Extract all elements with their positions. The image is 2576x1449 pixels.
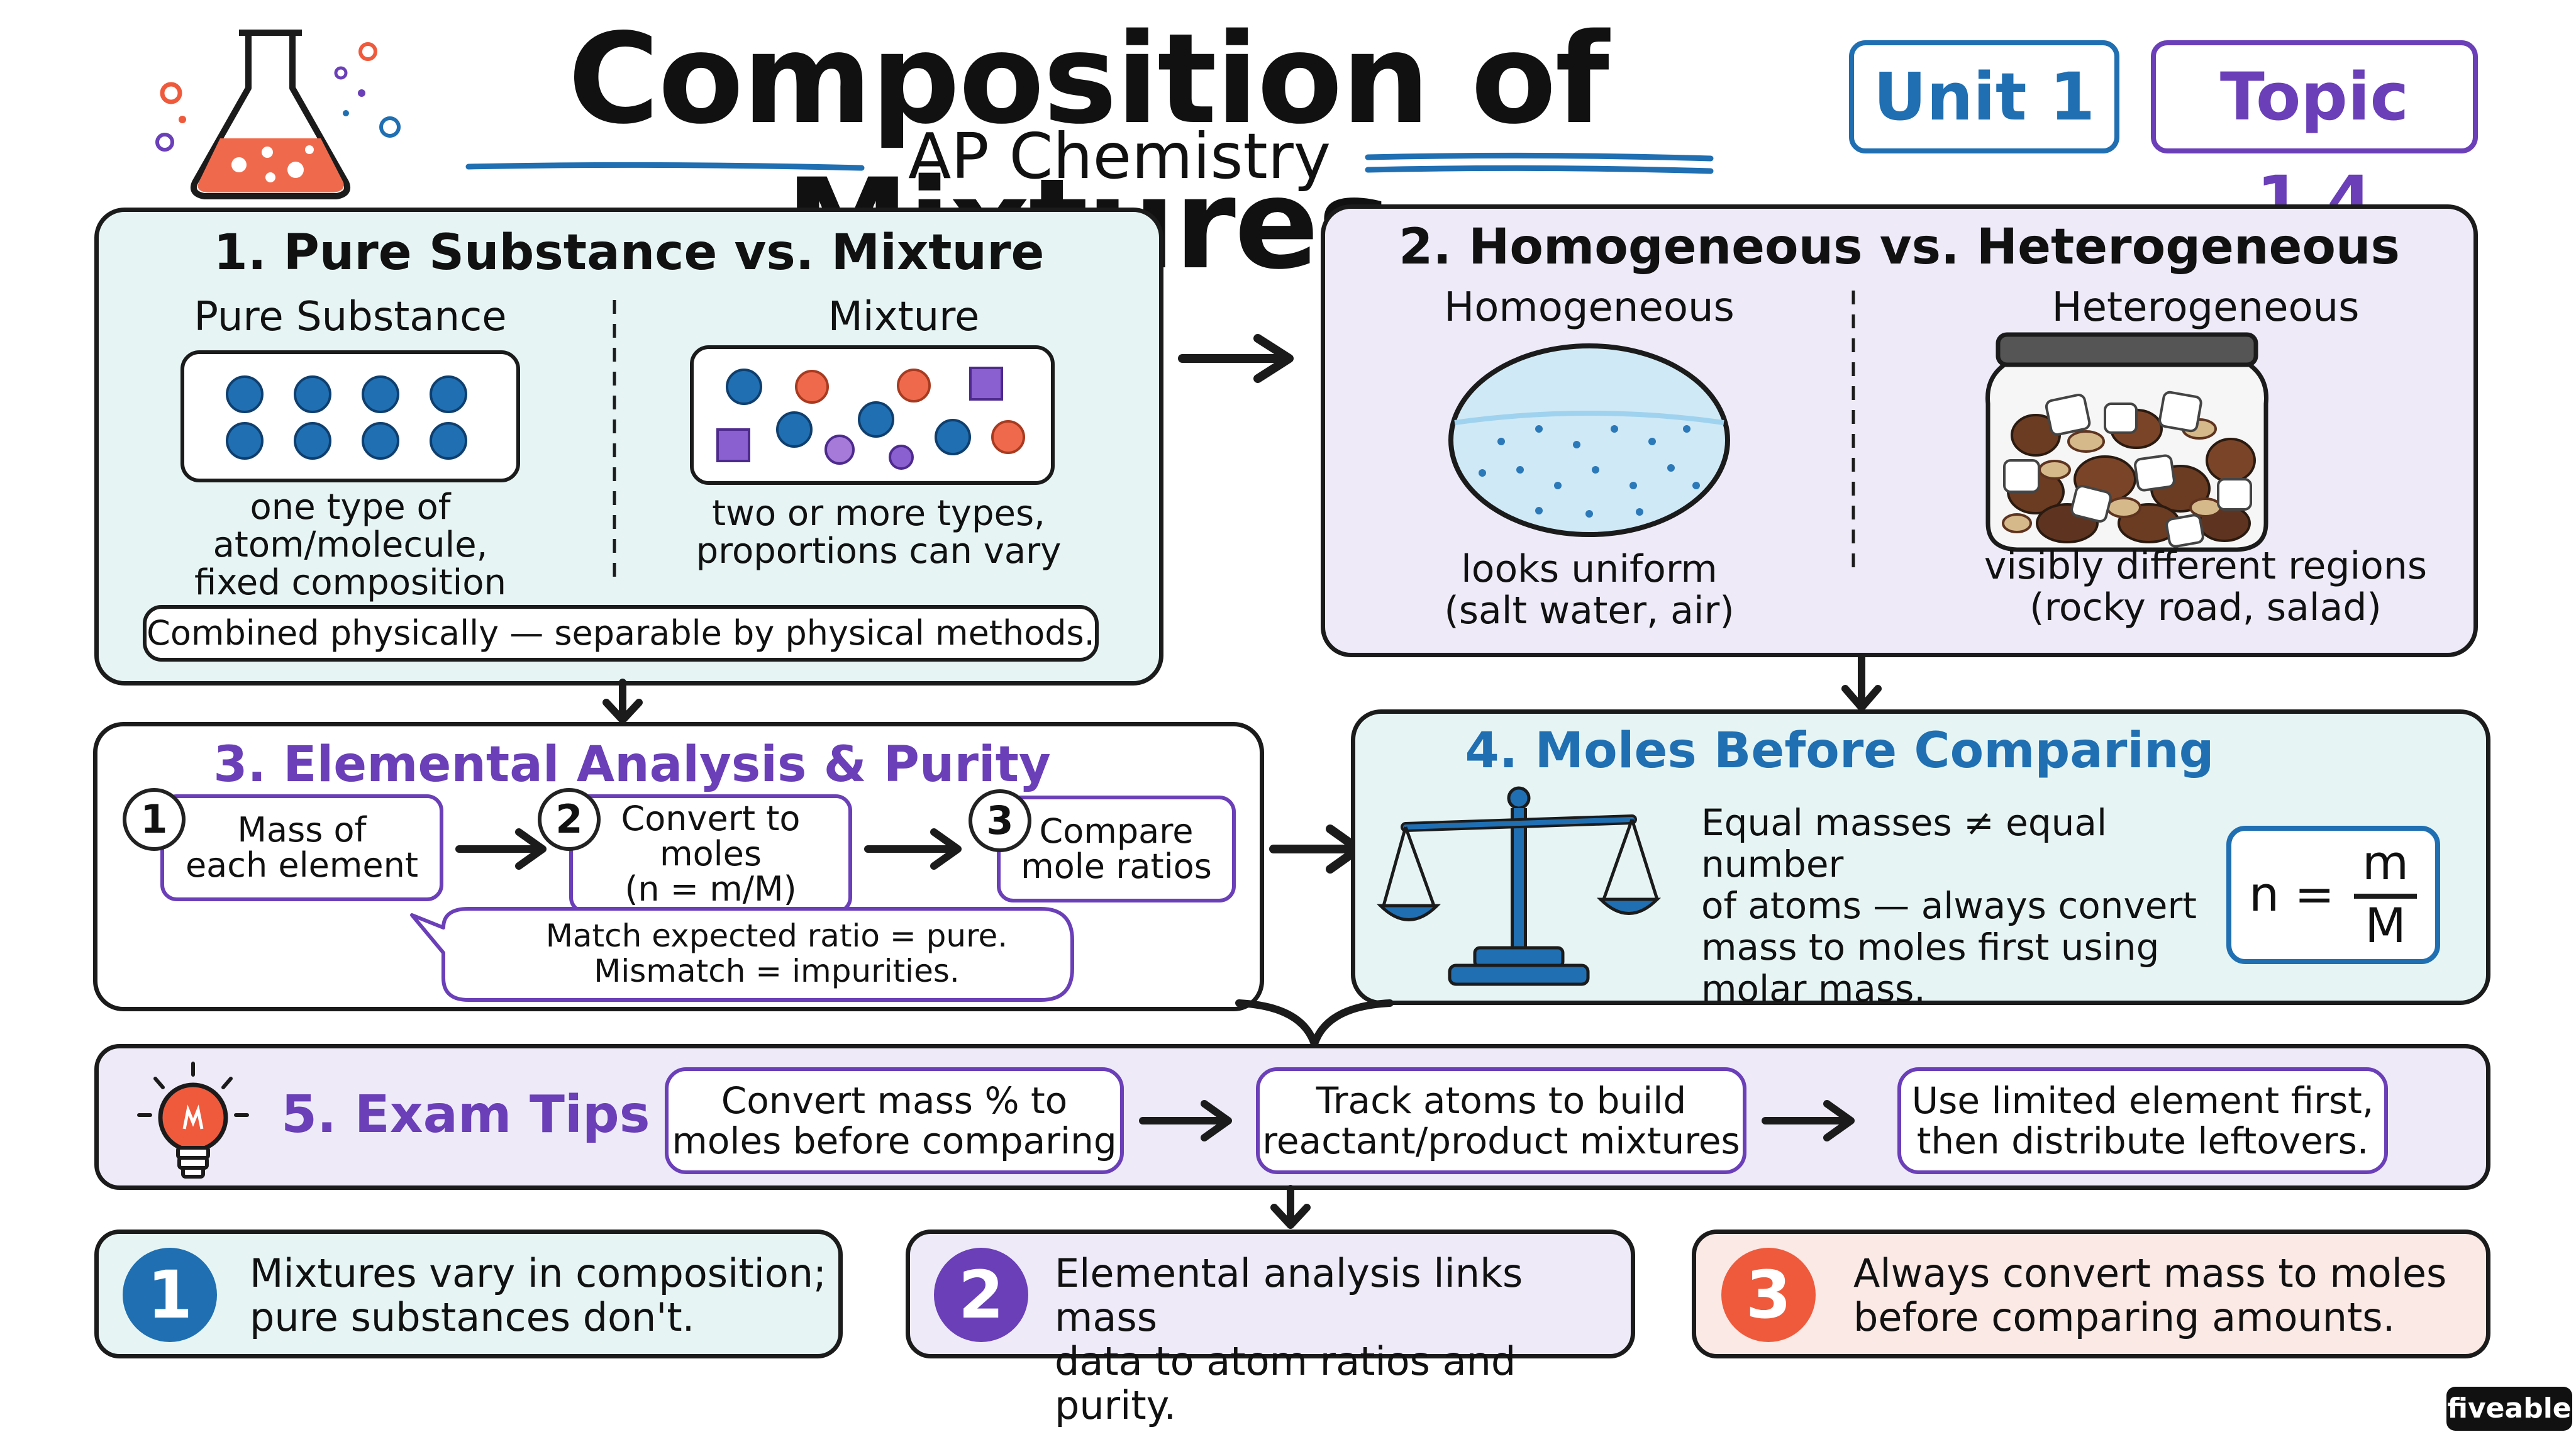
arrow-1-down — [602, 679, 643, 724]
step-1-number: 1 — [123, 788, 186, 851]
arrow-step-1-2 — [455, 828, 547, 870]
arrow-tip-2-3 — [1762, 1100, 1855, 1141]
mixture-particles-box — [690, 345, 1055, 485]
section-1-divider — [613, 300, 616, 577]
step-2-number: 2 — [538, 788, 601, 851]
arrow-5-down — [1270, 1185, 1311, 1229]
pure-caption: one type of atom/molecule, fixed composi… — [194, 487, 506, 603]
summary-3-text: Always convert mass to moles before comp… — [1853, 1250, 2447, 1340]
formula-box: n = m M — [2226, 826, 2440, 964]
arrow-step-2-3 — [864, 828, 962, 870]
formula-lhs: n = — [2249, 866, 2335, 922]
callout-bubble — [410, 907, 1074, 1002]
section-3-title: 3. Elemental Analysis & Purity — [213, 736, 1051, 793]
summary-card-1: 1 Mixtures vary in composition; pure sub… — [94, 1230, 843, 1358]
flask-icon — [155, 30, 401, 199]
pure-substance-label: Pure Substance — [194, 294, 507, 340]
title-underline-left — [465, 162, 865, 171]
topic-tag: Topic 1.4 — [2151, 40, 2478, 238]
purity-callout: Match expected ratio = pure. Mismatch = … — [545, 918, 1008, 989]
formula-fraction-bar — [2354, 894, 2417, 899]
balance-scale-icon — [1376, 786, 1662, 986]
arrow-1-to-2 — [1178, 334, 1294, 383]
lightbulb-icon — [137, 1062, 249, 1179]
section-4-title: 4. Moles Before Comparing — [1465, 723, 2214, 779]
tip-3-box: Use limited element first,then distribut… — [1897, 1067, 2388, 1174]
formula-numerator: m — [2362, 835, 2409, 891]
section-2-divider — [1852, 291, 1855, 567]
step-3-number: 3 — [969, 789, 1031, 852]
section-1-title: 1. Pure Substance vs. Mixture — [213, 225, 1045, 281]
summary-1-badge: 1 — [123, 1248, 217, 1342]
summary-2-text: Elemental analysis links mass data to at… — [1055, 1250, 1523, 1428]
arrow-2-down — [1841, 653, 1882, 711]
unit-tag: Unit 1 — [1849, 40, 2119, 153]
physical-methods-note: Combined physically — separable by physi… — [143, 605, 1099, 662]
section-moles-before-comparing: 4. Moles Before Comparing Equal masses ≠… — [1351, 709, 2490, 1009]
fiveable-logo: fiveable — [2446, 1387, 2572, 1431]
summary-card-2: 2 Elemental analysis links mass data to … — [906, 1230, 1635, 1428]
section-pure-vs-mixture: 1. Pure Substance vs. Mixture Pure Subst… — [94, 208, 1163, 686]
formula-denominator: M — [2365, 897, 2406, 953]
summary-card-3: 3 Always convert mass to moles before co… — [1692, 1230, 2490, 1358]
summary-1-text: Mixtures vary in composition; pure subst… — [250, 1250, 826, 1340]
pure-particles — [226, 375, 467, 460]
summary-2-badge: 2 — [934, 1248, 1028, 1342]
heterogeneous-label: Heterogeneous — [2051, 284, 2360, 331]
salt-water-flask — [1448, 343, 1730, 537]
arrow-tip-1-2 — [1139, 1100, 1232, 1141]
merge-connector — [1235, 999, 1394, 1056]
section-2-title: 2. Homogeneous vs. Heterogeneous — [1399, 219, 2400, 275]
section-homo-vs-hetero: 2. Homogeneous vs. Heterogeneous Homogen… — [1321, 204, 2478, 657]
mixture-particles — [716, 367, 1025, 470]
heterogeneous-caption: visibly different regions (rocky road, s… — [1984, 544, 2428, 630]
summary-3-badge: 3 — [1721, 1248, 1816, 1342]
mixture-caption: two or more types, proportions can vary — [696, 493, 1062, 572]
pure-particles-box — [180, 350, 520, 482]
mixture-label: Mixture — [828, 294, 980, 340]
homogeneous-label: Homogeneous — [1444, 284, 1735, 331]
rocky-road-jar — [1985, 332, 2268, 552]
page-subtitle: AP Chemistry — [908, 119, 1331, 193]
section-5-title: 5. Exam Tips — [281, 1085, 650, 1145]
homogeneous-caption: looks uniform (salt water, air) — [1444, 547, 1735, 633]
moles-explanation: Equal masses ≠ equal number of atoms — a… — [1701, 801, 2197, 1010]
title-underline-right — [1365, 152, 1714, 174]
